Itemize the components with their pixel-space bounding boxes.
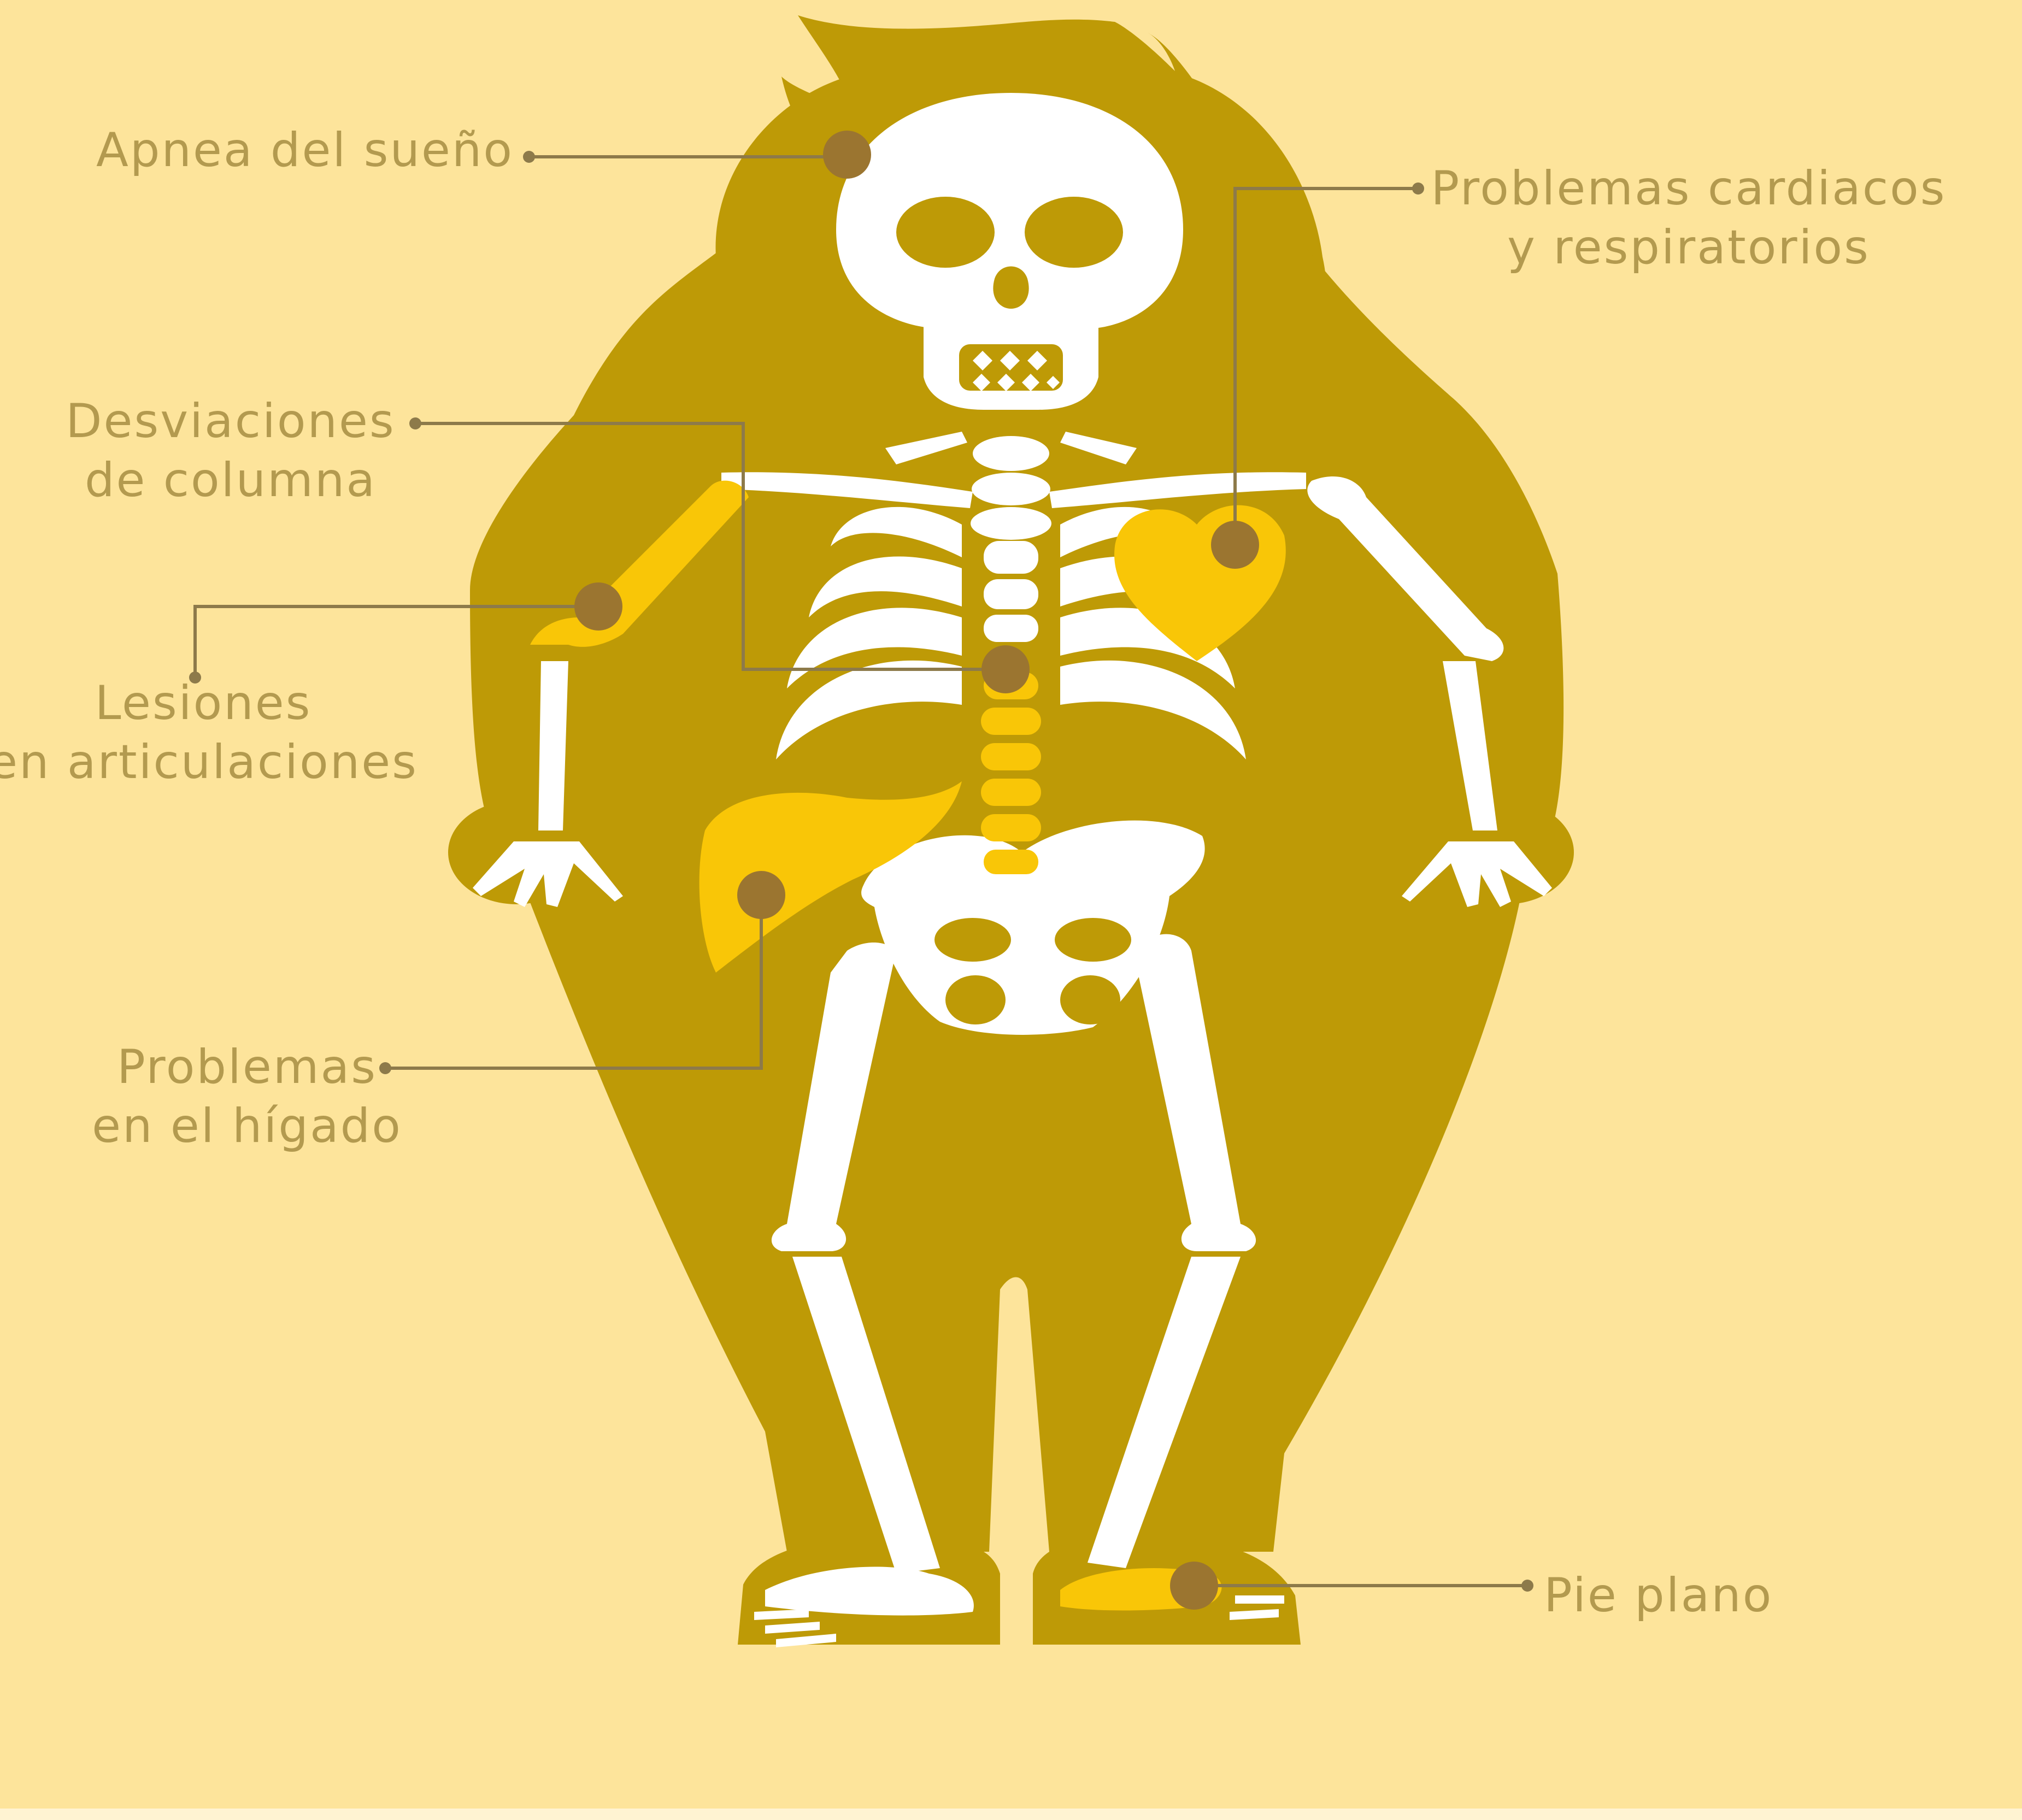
pelvis-hole bbox=[934, 918, 1011, 962]
label-liver-line1: Problemas bbox=[117, 1040, 377, 1094]
neck-vertebra bbox=[972, 473, 1050, 505]
label-joints-line1: Lesiones bbox=[95, 676, 312, 731]
highlight-vertebra bbox=[981, 743, 1041, 770]
marker-flat-foot bbox=[1170, 1562, 1218, 1610]
right-eye-socket bbox=[1025, 197, 1123, 268]
marker-sleep-apnea bbox=[823, 131, 871, 179]
highlight-vertebra bbox=[984, 850, 1038, 874]
marker-liver bbox=[737, 871, 785, 919]
marker-joints bbox=[574, 582, 622, 631]
marker-spine bbox=[981, 645, 1030, 693]
sternum bbox=[984, 615, 1038, 642]
label-flat-foot: Pie plano bbox=[1544, 1568, 1773, 1623]
sternum bbox=[984, 541, 1038, 574]
label-joints-line2: en articulaciones bbox=[0, 735, 418, 790]
neck-vertebra bbox=[973, 436, 1049, 471]
label-spine-line1: Desviaciones bbox=[66, 394, 395, 449]
label-liver-line2: en el hígado bbox=[92, 1099, 402, 1153]
dot bbox=[523, 151, 535, 163]
dot bbox=[1412, 182, 1424, 195]
label-heart-line1: Problemas cardiacos bbox=[1431, 161, 1946, 216]
highlight-vertebra bbox=[981, 708, 1041, 735]
sternum bbox=[984, 579, 1038, 609]
neck-vertebra bbox=[971, 507, 1051, 540]
label-sleep-apnea: Apnea del sueño bbox=[96, 123, 514, 178]
highlight-vertebra bbox=[981, 779, 1041, 806]
pelvis-hole bbox=[945, 975, 1006, 1024]
highlight-vertebra bbox=[981, 814, 1041, 841]
label-spine-line2: de columna bbox=[85, 453, 377, 508]
pelvis-hole bbox=[1060, 975, 1120, 1024]
left-eye-socket bbox=[896, 197, 995, 268]
pelvis-hole bbox=[1055, 918, 1131, 962]
bottom-strip bbox=[0, 1809, 2022, 1820]
dot bbox=[409, 417, 421, 429]
dot bbox=[1521, 1580, 1533, 1592]
nose-cavity bbox=[993, 267, 1028, 309]
dot bbox=[379, 1062, 391, 1074]
marker-heart bbox=[1211, 521, 1259, 569]
label-heart-line2: y respiratorios bbox=[1507, 220, 1870, 275]
